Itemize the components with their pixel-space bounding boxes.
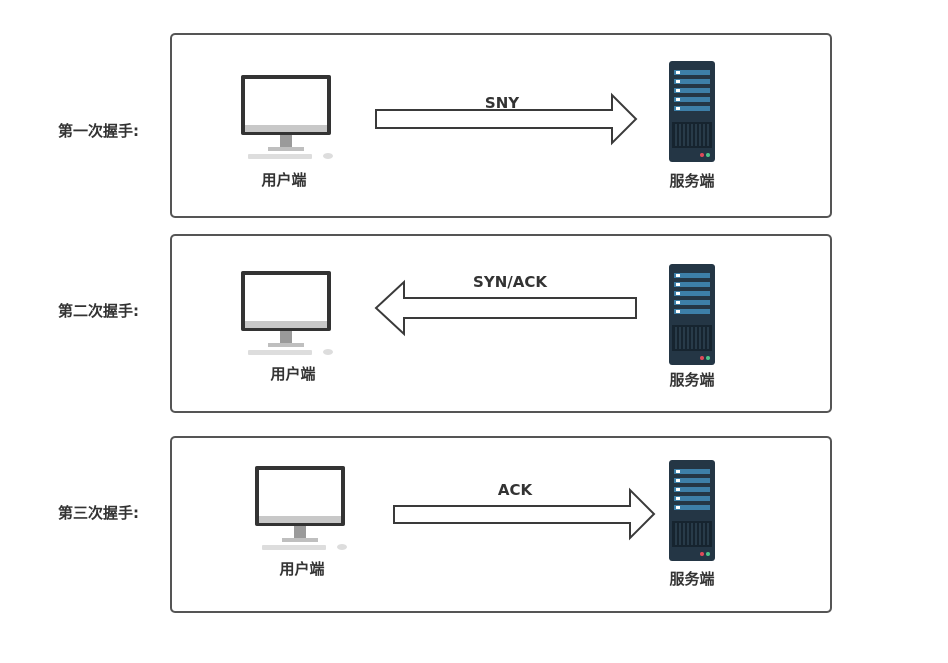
step-1-server-label: 服务端 — [669, 172, 715, 190]
step-2-server-label: 服务端 — [669, 371, 715, 389]
step-1-right-arrow — [375, 92, 638, 146]
step-3-client-computer-icon — [255, 466, 347, 550]
step-3-right-arrow — [393, 487, 656, 541]
step-3-client-label: 用户端 — [279, 560, 325, 578]
step-2-client-label: 用户端 — [270, 365, 316, 383]
step-1-message-label: SNY — [484, 94, 520, 112]
step-2-left-arrow — [374, 279, 637, 337]
step-1-server-icon — [669, 61, 715, 162]
step-3-label: 第三次握手: — [58, 504, 139, 522]
step-3-server-icon — [669, 460, 715, 561]
step-2-client-computer-icon — [241, 271, 333, 355]
step-1-client-computer-icon — [241, 75, 333, 159]
step-3-server-label: 服务端 — [669, 570, 715, 588]
step-2-server-icon — [669, 264, 715, 365]
step-1-client-label: 用户端 — [261, 171, 307, 189]
step-1-label: 第一次握手: — [58, 122, 139, 140]
step-2-label: 第二次握手: — [58, 302, 139, 320]
step-2-message-label: SYN/ACK — [473, 273, 547, 291]
step-3-message-label: ACK — [497, 481, 533, 499]
